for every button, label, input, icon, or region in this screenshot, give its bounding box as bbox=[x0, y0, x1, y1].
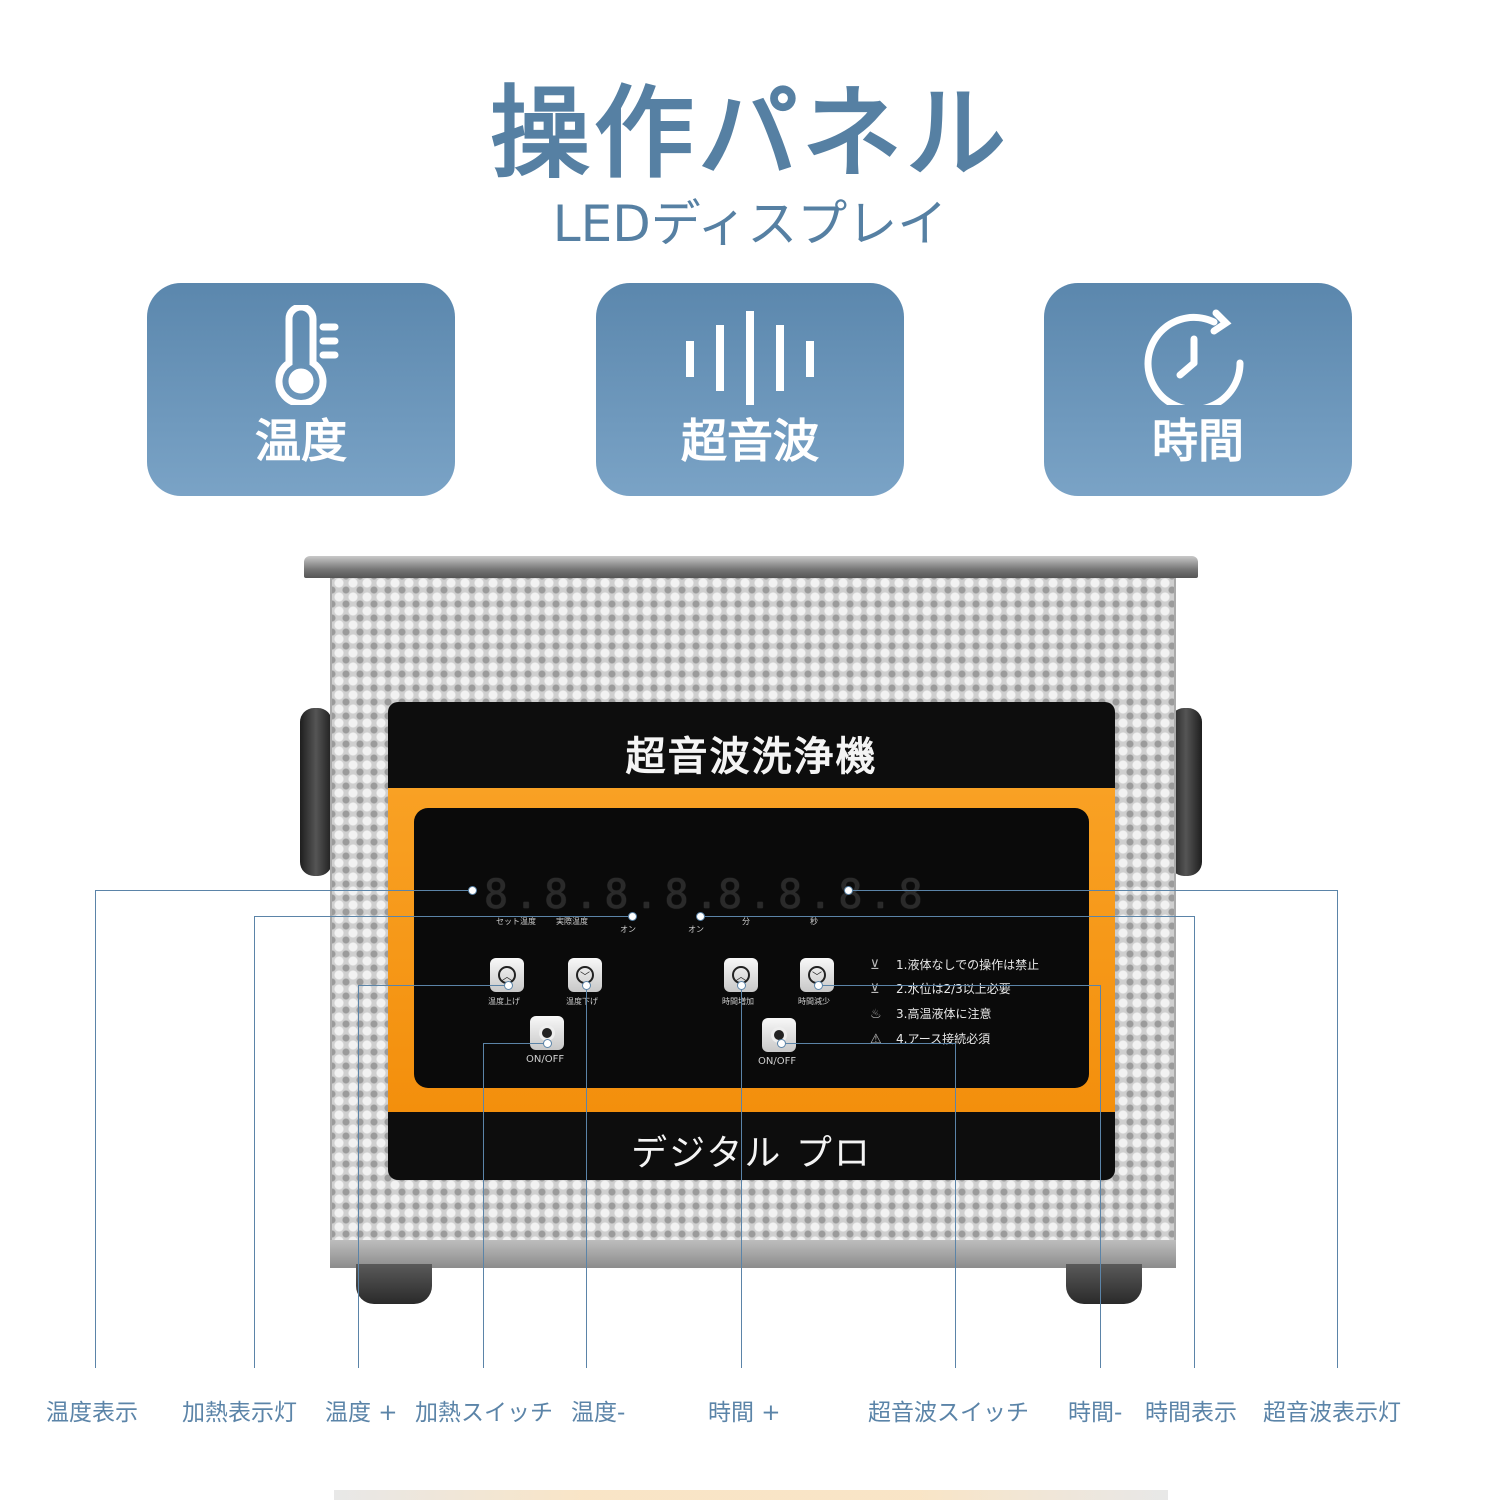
callout-label-time-down: 時間- bbox=[1068, 1400, 1123, 1426]
page-subtitle: LEDディスプレイ bbox=[552, 195, 948, 253]
time-down-label: 時間減少 bbox=[798, 997, 830, 1006]
feature-label-ultrasonic: 超音波 bbox=[681, 414, 819, 468]
set-temp-label: セット温度 bbox=[496, 917, 536, 926]
callout-label-heat-switch: 加熱スイッチ bbox=[415, 1400, 553, 1426]
callout-label-temp-down: 温度- bbox=[571, 1400, 626, 1426]
callout-dot bbox=[543, 1039, 552, 1048]
callout-line-temp-display bbox=[95, 890, 96, 1368]
callout-line-ultrasonic-switch bbox=[781, 1043, 956, 1044]
warning-item: ♨3.高温液体に注意 bbox=[870, 1007, 992, 1022]
callout-dot bbox=[628, 912, 637, 921]
callout-line-heat-indicator bbox=[254, 916, 255, 1368]
display-panel: 8.8.8.8. 8.8.8.8 セット温度 実際温度 オン オン 分 秒 ︿ … bbox=[414, 808, 1089, 1088]
time-up-label: 時間増加 bbox=[722, 997, 754, 1006]
callout-dot bbox=[582, 981, 591, 990]
callout-label-heat-indicator: 加熱表示灯 bbox=[182, 1400, 297, 1426]
callout-label-temp-up: 温度 + bbox=[325, 1400, 398, 1426]
callout-line-heat-indicator bbox=[254, 916, 632, 917]
callout-line-time-display bbox=[700, 916, 1194, 917]
no-liquid-icon: ⊻ bbox=[870, 958, 880, 973]
seconds-label: 秒 bbox=[810, 917, 818, 926]
callout-line-time-display bbox=[1194, 916, 1195, 1368]
warning-item: ⊻2.水位は2/3以上必要 bbox=[870, 982, 1011, 997]
callout-line-time-up bbox=[741, 985, 742, 1368]
callout-line-heat-switch bbox=[483, 1043, 547, 1044]
left-handle bbox=[300, 708, 332, 876]
device-base bbox=[330, 1240, 1176, 1268]
feature-label-temperature: 温度 bbox=[255, 414, 347, 468]
panel-title: 超音波洗浄機 bbox=[625, 734, 878, 780]
left-foot bbox=[356, 1264, 432, 1304]
callout-label-ultrasonic-indicator: 超音波表示灯 bbox=[1263, 1400, 1401, 1426]
callout-label-ultrasonic-switch: 超音波スイッチ bbox=[868, 1400, 1029, 1426]
page-title: 操作パネル bbox=[490, 75, 1010, 192]
water-level-icon: ⊻ bbox=[870, 982, 880, 997]
feature-label-time: 時間 bbox=[1152, 414, 1244, 468]
callout-dot bbox=[777, 1039, 786, 1048]
minutes-label: 分 bbox=[742, 917, 750, 926]
time-display: 8.8.8.8 bbox=[718, 872, 929, 918]
callout-line-time-down bbox=[818, 985, 1100, 986]
right-foot bbox=[1066, 1264, 1142, 1304]
callout-dot bbox=[814, 981, 823, 990]
heat-power-label: ON/OFF bbox=[526, 1054, 565, 1065]
callout-dot bbox=[504, 981, 513, 990]
sound-wave-icon bbox=[686, 311, 814, 405]
temperature-display: 8.8.8.8. bbox=[484, 872, 725, 918]
callout-label-time-up: 時間 + bbox=[708, 1400, 781, 1426]
hot-liquid-icon: ♨ bbox=[870, 1007, 882, 1022]
callout-line-ultrasonic-indicator bbox=[848, 890, 1337, 891]
callout-line-temp-up bbox=[358, 985, 508, 986]
warning-item: ⊻1.液体なしでの操作は禁止 bbox=[870, 958, 1040, 973]
time-down-button[interactable]: ﹀ bbox=[800, 958, 834, 992]
temp-up-label: 温度上げ bbox=[488, 997, 520, 1006]
next-image-edge bbox=[334, 1490, 1168, 1500]
brand-label: デジタル プロ bbox=[631, 1133, 872, 1174]
orange-frame: 8.8.8.8. 8.8.8.8 セット温度 実際温度 オン オン 分 秒 ︿ … bbox=[388, 788, 1115, 1112]
callout-dot bbox=[737, 981, 746, 990]
warning-triangle-icon: ⚠ bbox=[870, 1032, 882, 1047]
callout-line-temp-down bbox=[586, 985, 587, 1368]
callout-label-time-display: 時間表示 bbox=[1145, 1400, 1237, 1426]
callout-line-ultrasonic-indicator bbox=[1337, 890, 1338, 1368]
temp-down-label: 温度下げ bbox=[566, 997, 598, 1006]
callout-dot bbox=[696, 912, 705, 921]
heat-on-label: オン bbox=[620, 925, 636, 934]
feature-card-ultrasonic: 超音波 bbox=[596, 283, 904, 496]
device-lid bbox=[304, 556, 1198, 578]
thermometer-icon bbox=[275, 305, 339, 405]
callout-line-heat-switch bbox=[483, 1043, 484, 1368]
warning-item: ⚠4.アース接続必須 bbox=[870, 1032, 991, 1047]
control-panel: 超音波洗浄機 8.8.8.8. 8.8.8.8 セット温度 実際温度 オン オン… bbox=[388, 702, 1115, 1180]
callout-label-temp-display: 温度表示 bbox=[46, 1400, 138, 1426]
actual-temp-label: 実際温度 bbox=[556, 917, 588, 926]
callout-dot bbox=[844, 886, 853, 895]
callout-line-time-down bbox=[1100, 985, 1101, 1368]
callout-dot bbox=[468, 886, 477, 895]
feature-card-time: 時間 bbox=[1044, 283, 1352, 496]
timer-icon bbox=[1144, 309, 1244, 405]
ultrasonic-power-label: ON/OFF bbox=[758, 1056, 797, 1067]
callout-line-temp-up bbox=[358, 985, 359, 1368]
callout-line-temp-display bbox=[95, 890, 472, 891]
feature-card-temperature: 温度 bbox=[147, 283, 455, 496]
ultrasonic-on-label: オン bbox=[688, 925, 704, 934]
callout-line-ultrasonic-switch bbox=[955, 1043, 956, 1368]
